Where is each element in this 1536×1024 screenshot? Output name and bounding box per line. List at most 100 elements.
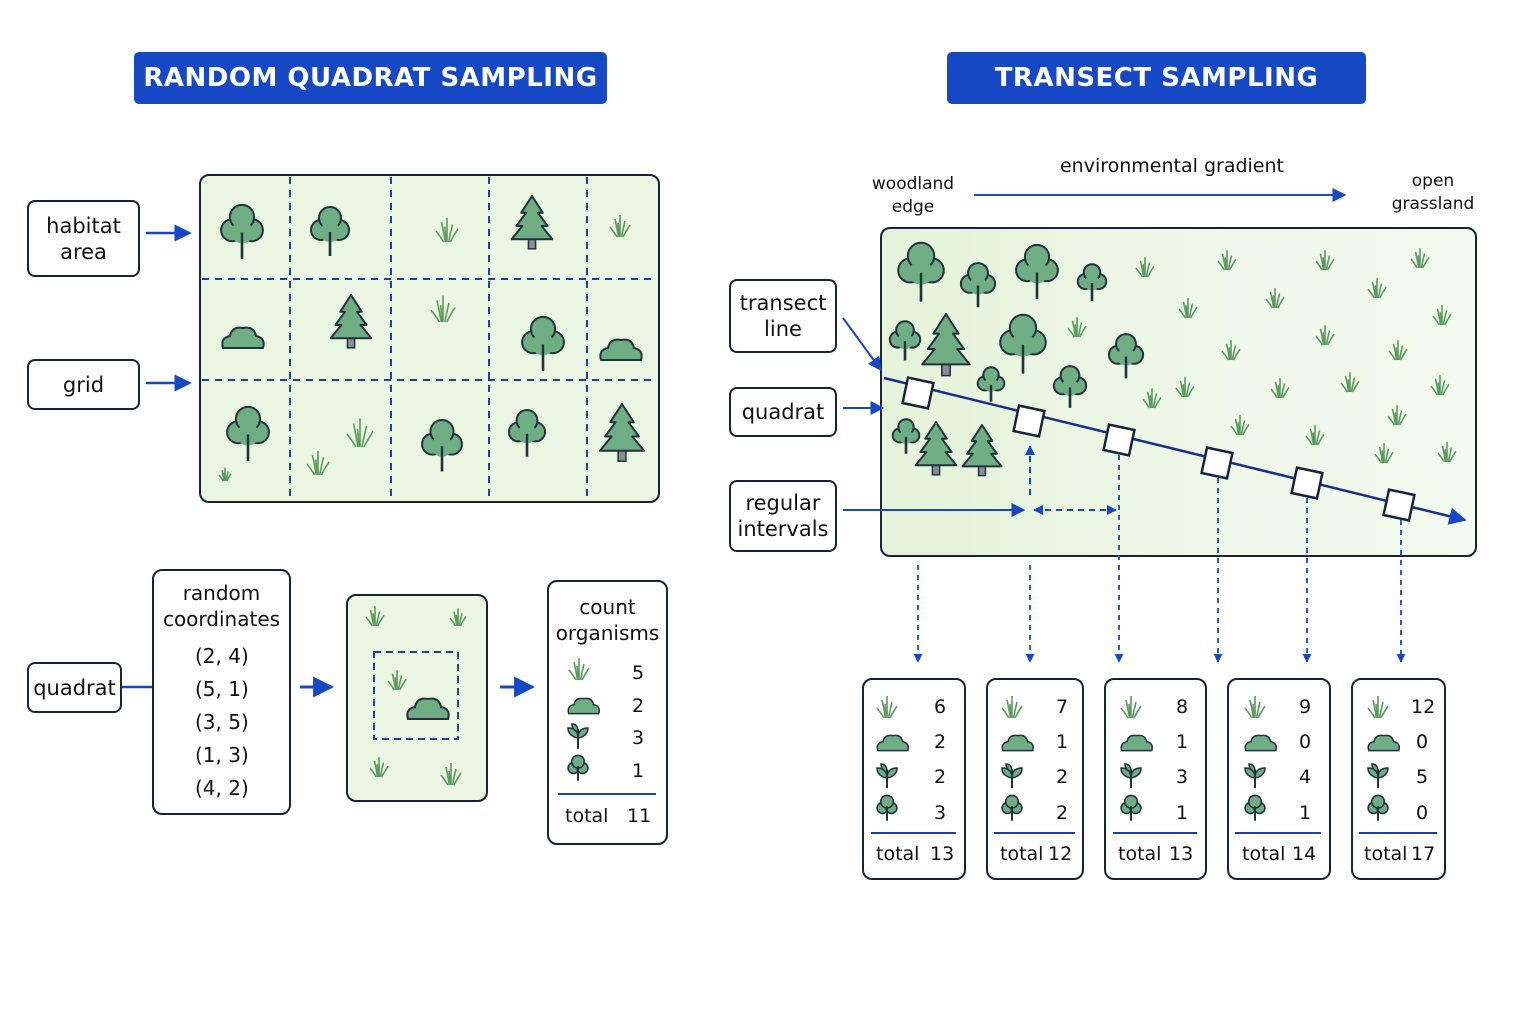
tree-icon — [1367, 794, 1389, 821]
grass-icon — [1001, 696, 1023, 719]
tree-icon — [876, 794, 898, 821]
transect-card-2 — [986, 678, 1084, 880]
grass-icon — [365, 606, 385, 627]
card4-count-shrub: 0 — [1299, 731, 1312, 753]
tree-icon — [421, 418, 463, 472]
transect-card-5 — [1351, 678, 1446, 880]
grass-icon — [1367, 696, 1389, 719]
coordinate-4: (1, 3) — [195, 743, 249, 767]
shrub-icon — [406, 697, 450, 720]
transect-quadrat-1 — [901, 376, 935, 410]
shrub-icon — [1367, 734, 1401, 752]
grass-icon — [435, 217, 459, 243]
grid-lines — [202, 177, 657, 500]
grass-icon — [346, 418, 374, 448]
grass-icon — [1067, 317, 1087, 338]
quadrat-label-left: quadrat — [27, 662, 122, 713]
grid-label: grid — [27, 359, 140, 410]
count-organisms-title: count organisms — [555, 595, 660, 645]
grass-icon — [1270, 378, 1290, 399]
habitat-area-label: habitat area — [27, 200, 140, 277]
grass-icon — [1387, 405, 1407, 426]
shrub-icon — [599, 338, 643, 361]
count-organisms-card — [547, 580, 668, 845]
count-tree: 1 — [632, 760, 645, 782]
total-label-left: total — [565, 805, 609, 827]
card5-total-label: total — [1364, 843, 1408, 865]
card1-total-value: 13 — [930, 843, 955, 865]
regular-intervals-label: regular intervals — [729, 480, 837, 552]
gradient-label: environmental gradient — [1059, 155, 1284, 177]
grass-icon — [1120, 696, 1142, 719]
card4-count-seedling: 4 — [1299, 766, 1312, 788]
shrub-icon — [1001, 734, 1035, 752]
grass-icon — [1374, 443, 1394, 464]
grass-icon — [568, 658, 590, 681]
grass-icon — [1432, 305, 1452, 326]
grass-icon — [609, 215, 631, 238]
transect-quadrat-4 — [1200, 446, 1234, 480]
seedling-icon — [1120, 763, 1142, 789]
tree-icon — [521, 315, 565, 371]
transect-arrow — [842, 317, 882, 372]
grass-icon — [449, 608, 467, 627]
card1-count-grass: 6 — [934, 696, 947, 718]
tree-icon — [1120, 794, 1142, 821]
transect-title: TRANSECT SAMPLING — [947, 52, 1366, 104]
shrub-icon — [1244, 734, 1278, 752]
count-seedling: 3 — [632, 727, 645, 749]
grass-icon — [1367, 278, 1387, 299]
grass-icon — [1430, 375, 1450, 396]
card4-count-tree: 1 — [1299, 802, 1312, 824]
pine-tree-icon — [914, 421, 958, 476]
grass-icon — [1135, 257, 1155, 278]
shrub-icon — [1120, 734, 1154, 752]
grass-icon — [876, 696, 898, 719]
card5-count-seedling: 5 — [1416, 766, 1429, 788]
quadrat-frame — [373, 651, 459, 740]
card3-count-grass: 8 — [1176, 696, 1189, 718]
card5-count-grass: 12 — [1411, 696, 1436, 718]
card1-count-seedling: 2 — [934, 766, 947, 788]
shrub-icon — [567, 697, 601, 715]
tree-icon — [507, 409, 547, 457]
grass-icon — [1437, 442, 1457, 463]
grass-icon — [1244, 696, 1266, 719]
grass-icon — [430, 295, 456, 323]
grass-icon — [218, 467, 232, 482]
transect-line-label: transect line — [729, 279, 837, 353]
pine-tree-icon — [921, 313, 971, 377]
tree-icon — [891, 418, 921, 454]
seedling-icon — [567, 723, 589, 749]
tree-icon — [567, 754, 589, 781]
tree-icon — [1076, 263, 1108, 301]
coordinate-3: (3, 5) — [195, 710, 249, 734]
card5-count-shrub: 0 — [1416, 731, 1429, 753]
card2-count-seedling: 2 — [1056, 766, 1069, 788]
card5-total-value: 17 — [1411, 843, 1436, 865]
card3-total-value: 13 — [1169, 843, 1194, 865]
tree-icon — [897, 241, 945, 302]
tree-icon — [1052, 365, 1088, 408]
woodland-edge-label: woodland edge — [871, 174, 955, 217]
tree-icon — [888, 320, 922, 361]
card3-count-seedling: 3 — [1176, 766, 1189, 788]
quadrat-label-right: quadrat — [729, 387, 837, 437]
grass-icon — [369, 757, 389, 778]
random-coordinates-title: random coordinates — [162, 581, 281, 631]
card2-count-tree: 2 — [1056, 802, 1069, 824]
tree-icon — [1015, 243, 1059, 299]
seedling-icon — [1001, 763, 1023, 789]
transect-card-4 — [1227, 678, 1331, 880]
card3-total-label: total — [1118, 843, 1162, 865]
count-grass: 5 — [632, 662, 645, 684]
grass-icon — [1175, 377, 1195, 398]
card2-count-grass: 7 — [1056, 696, 1069, 718]
count-shrub: 2 — [632, 695, 645, 717]
card2-total-value: 12 — [1048, 843, 1073, 865]
transect-quadrat-2 — [1012, 404, 1046, 438]
grass-icon — [440, 763, 462, 786]
coordinate-1: (2, 4) — [195, 644, 249, 668]
tree-icon — [959, 262, 997, 308]
